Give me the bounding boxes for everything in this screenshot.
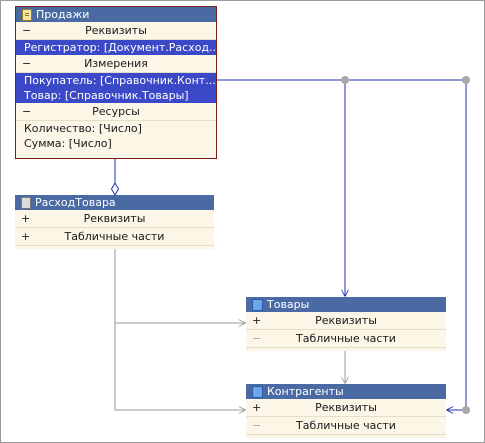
section-requisites[interactable]: − Реквизиты [16,22,216,40]
collapse-toggle[interactable]: − [252,419,262,432]
entity-title: РасходТовара [35,196,116,209]
collapse-toggle[interactable]: − [22,24,32,37]
section-tables[interactable]: + Табличные части [15,228,214,246]
link-node [462,406,470,414]
entity-header[interactable]: Продажи [16,7,216,22]
link-expense-goods [114,249,245,323]
attribute-row[interactable]: Сумма: [Число] [24,137,112,150]
link-sales-contractors [345,79,467,410]
entity-header[interactable]: РасходТовара [15,195,214,210]
collapse-toggle[interactable]: − [22,57,32,70]
link-node [341,76,349,84]
section-requisites[interactable]: + Реквизиты [246,312,446,330]
section-requisites[interactable]: + Реквизиты [246,399,446,417]
entity-header[interactable]: Товары [246,297,446,312]
entity-contractors[interactable]: Контрагенты + Реквизиты − Табличные част… [246,384,446,438]
section-tables[interactable]: − Табличные части [246,417,446,435]
entity-title: Товары [267,298,310,311]
link-node [462,76,470,84]
catalog-icon [252,298,263,311]
section-label: Реквизиты [85,24,147,37]
link-expense-contractors [114,323,245,410]
document-icon [21,196,31,209]
attribute-row[interactable]: Товар: [Справочник.Товары] [16,88,216,103]
section-resources[interactable]: − Ресурсы [16,103,216,121]
collapse-toggle[interactable]: − [252,332,262,345]
section-tables[interactable]: − Табличные части [246,330,446,348]
entity-title: Продажи [36,8,90,21]
entity-title: Контрагенты [267,385,344,398]
attribute-row[interactable]: Покупатель: [Справочник.Конт... [16,73,216,88]
entity-goods[interactable]: Товары + Реквизиты − Табличные части [246,297,446,351]
expand-toggle[interactable]: + [21,212,31,225]
section-label: Реквизиты [315,314,377,327]
section-label: Реквизиты [83,212,146,225]
section-label: Реквизиты [315,401,377,414]
section-label: Табличные части [296,332,396,345]
expand-toggle[interactable]: + [252,401,262,414]
collapse-toggle[interactable]: − [22,105,32,118]
section-label: Ресурсы [92,105,140,118]
attribute-row[interactable]: Количество: [Число] [24,122,142,135]
attribute-row[interactable]: Регистратор: [Документ.Расход... [16,40,216,55]
catalog-icon [252,385,263,398]
expand-toggle[interactable]: + [21,230,31,243]
diamond-marker [110,182,120,196]
entity-sales[interactable]: Продажи − Реквизиты Регистратор: [Докуме… [15,6,217,159]
link-sales-goods [217,79,345,296]
section-label: Табличные части [296,419,396,432]
expand-toggle[interactable]: + [252,314,262,327]
section-label: Табличные части [64,230,165,243]
section-dimensions[interactable]: − Измерения [16,55,216,73]
entity-header[interactable]: Контрагенты [246,384,446,399]
section-label: Измерения [84,57,148,70]
register-icon [22,8,32,21]
entity-expense[interactable]: РасходТовара + Реквизиты + Табличные час… [15,195,214,249]
section-requisites[interactable]: + Реквизиты [15,210,214,228]
